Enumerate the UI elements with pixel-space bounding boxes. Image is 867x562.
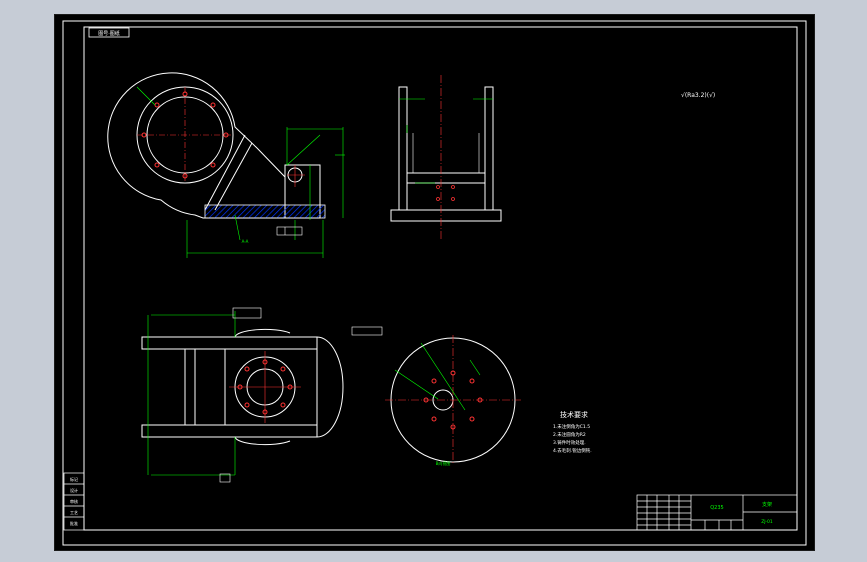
- left-strip-2: 设计: [70, 487, 78, 493]
- drawing-sheet: 图号·图纸 标记 设计 审核 工艺 批准: [62, 20, 807, 546]
- tech-req-line-1: 1.未注倒角为C1.5: [553, 423, 590, 430]
- title-block-part-name: 支架: [762, 501, 772, 508]
- tech-req-title: 技术要求: [560, 410, 588, 419]
- roughness-note: √(Ra3.2)(√): [681, 92, 715, 99]
- title-block: [636, 494, 798, 531]
- top-label-box: 图号·图纸: [88, 27, 130, 38]
- tech-req-line-3: 3.铸件时效处理.: [553, 439, 586, 446]
- tech-requirements: 技术要求 1.未注倒角为C1.5 2.未注圆角为R2 3.铸件时效处理. 4.去…: [553, 410, 592, 454]
- inner-frame: [83, 26, 798, 531]
- section-aa-label: A-A: [242, 239, 249, 244]
- title-block-drawing-no: ZJ-01: [761, 519, 773, 525]
- tech-req-line-4: 4.去毛刺.锐边倒钝.: [553, 447, 592, 454]
- left-strip-1: 标记: [70, 476, 78, 482]
- section-view-aa[interactable]: [390, 75, 502, 241]
- top-label: 图号·图纸: [98, 30, 120, 37]
- outer-frame: [62, 20, 807, 546]
- left-strip: [63, 472, 85, 531]
- front-view[interactable]: [107, 72, 345, 258]
- top-view[interactable]: [141, 307, 344, 483]
- cad-viewport[interactable]: 图号·图纸 标记 设计 审核 工艺 批准: [54, 14, 815, 551]
- left-strip-5: 批准: [70, 520, 78, 526]
- tech-req-line-2: 2.未注圆角为R2: [553, 431, 586, 438]
- title-block-material: Q235: [710, 505, 723, 511]
- b-view-label: B向视图: [436, 460, 451, 466]
- left-strip-3: 审核: [70, 498, 78, 504]
- b-direction-view[interactable]: [351, 326, 521, 465]
- left-strip-4: 工艺: [70, 510, 78, 515]
